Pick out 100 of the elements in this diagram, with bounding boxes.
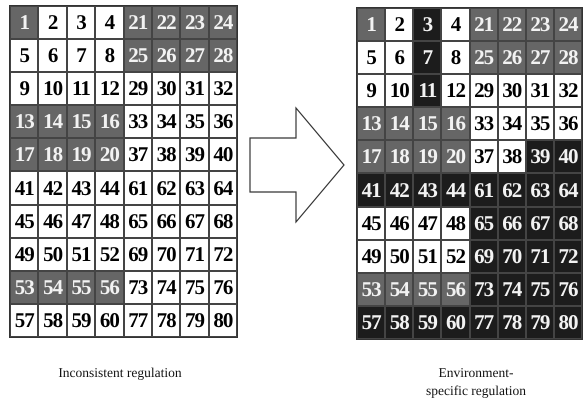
number-cell: 3: [66, 6, 96, 40]
number-cell: 35: [526, 107, 554, 140]
number-cell: 44: [95, 171, 124, 205]
number-cell: 64: [208, 171, 237, 205]
number-cell: 76: [554, 272, 582, 306]
number-cell: 79: [526, 306, 554, 339]
number-cell: 23: [180, 6, 209, 40]
number-cell: 80: [208, 304, 237, 337]
number-cell: 37: [470, 140, 498, 174]
number-cell: 61: [124, 171, 152, 205]
number-cell: 45: [357, 206, 386, 240]
number-cell: 22: [498, 8, 526, 42]
number-cell: 69: [470, 240, 498, 273]
number-cell: 14: [385, 107, 414, 140]
number-cell: 31: [526, 74, 554, 108]
number-cell: 54: [385, 272, 414, 306]
number-cell: 34: [152, 105, 180, 138]
number-cell: 43: [66, 171, 96, 205]
number-cell: 64: [554, 173, 582, 207]
number-cell: 2: [385, 8, 414, 42]
number-cell: 12: [441, 74, 470, 108]
number-cell: 30: [498, 74, 526, 108]
number-cell: 12: [95, 72, 124, 106]
number-cell: 6: [385, 41, 414, 74]
number-cell: 73: [124, 270, 152, 304]
number-cell: 32: [208, 72, 237, 106]
number-cell: 32: [554, 74, 582, 108]
number-cell: 19: [413, 140, 442, 174]
number-cell: 23: [526, 8, 554, 42]
number-cell: 11: [66, 72, 96, 106]
number-cell: 29: [470, 74, 498, 108]
number-cell: 9: [357, 74, 386, 108]
number-cell: 57: [10, 304, 38, 337]
number-cell: 25: [124, 39, 152, 72]
number-cell: 71: [180, 238, 209, 271]
number-cell: 63: [180, 171, 209, 205]
number-cell: 48: [441, 206, 470, 240]
number-cell: 28: [208, 39, 237, 72]
number-cell: 24: [208, 6, 237, 40]
number-cell: 66: [498, 206, 526, 240]
number-cell: 78: [152, 304, 180, 337]
block-arrow: [249, 106, 345, 224]
number-cell: 67: [526, 206, 554, 240]
number-cell: 17: [10, 138, 38, 172]
number-cell: 30: [152, 72, 180, 106]
number-cell: 62: [498, 173, 526, 207]
number-cell: 22: [152, 6, 180, 40]
number-cell: 36: [208, 105, 237, 138]
number-cell: 73: [470, 272, 498, 306]
number-cell: 47: [66, 204, 96, 238]
number-cell: 60: [441, 306, 470, 339]
number-cell: 49: [357, 240, 386, 273]
number-cell: 54: [38, 270, 67, 304]
node-label: Environment- specific regulation: [424, 364, 528, 400]
number-cell: 42: [385, 173, 414, 207]
number-cell: 77: [470, 306, 498, 339]
number-cell: 43: [413, 173, 442, 207]
number-cell: 63: [526, 173, 554, 207]
number-cell: 80: [554, 306, 582, 339]
number-cell: 72: [208, 238, 237, 271]
number-cell: 21: [470, 8, 498, 42]
number-cell: 11: [413, 74, 442, 108]
number-cell: 40: [208, 138, 237, 172]
number-cell: 75: [180, 270, 209, 304]
number-cell: 58: [38, 304, 67, 337]
number-cell: 39: [180, 138, 209, 172]
number-cell: 1: [357, 8, 386, 42]
number-cell: 20: [95, 138, 124, 172]
number-cell: 74: [152, 270, 180, 304]
number-cell: 59: [66, 304, 96, 337]
number-cell: 59: [413, 306, 442, 339]
number-cell: 27: [180, 39, 209, 72]
number-cell: 72: [554, 240, 582, 273]
number-cell: 60: [95, 304, 124, 337]
number-cell: 7: [66, 39, 96, 72]
number-cell: 20: [441, 140, 470, 174]
node-label: Inconsistent regulation: [57, 364, 183, 382]
number-cell: 26: [498, 41, 526, 74]
number-cell: 68: [208, 204, 237, 238]
number-cell: 67: [180, 204, 209, 238]
number-cell: 15: [66, 105, 96, 138]
number-cell: 19: [66, 138, 96, 172]
number-cell: 21: [124, 6, 152, 40]
number-cell: 77: [124, 304, 152, 337]
number-cell: 5: [357, 41, 386, 74]
number-cell: 61: [470, 173, 498, 207]
number-cell: 65: [470, 206, 498, 240]
number-cell: 33: [124, 105, 152, 138]
number-cell: 45: [10, 204, 38, 238]
number-cell: 7: [413, 41, 442, 74]
number-cell: 68: [554, 206, 582, 240]
number-cell: 17: [357, 140, 386, 174]
number-cell: 28: [554, 41, 582, 74]
number-cell: 4: [95, 6, 124, 40]
number-cell: 41: [357, 173, 386, 207]
number-cell: 46: [385, 206, 414, 240]
number-cell: 46: [38, 204, 67, 238]
number-cell: 76: [208, 270, 237, 304]
number-cell: 10: [385, 74, 414, 108]
number-cell: 52: [441, 240, 470, 273]
